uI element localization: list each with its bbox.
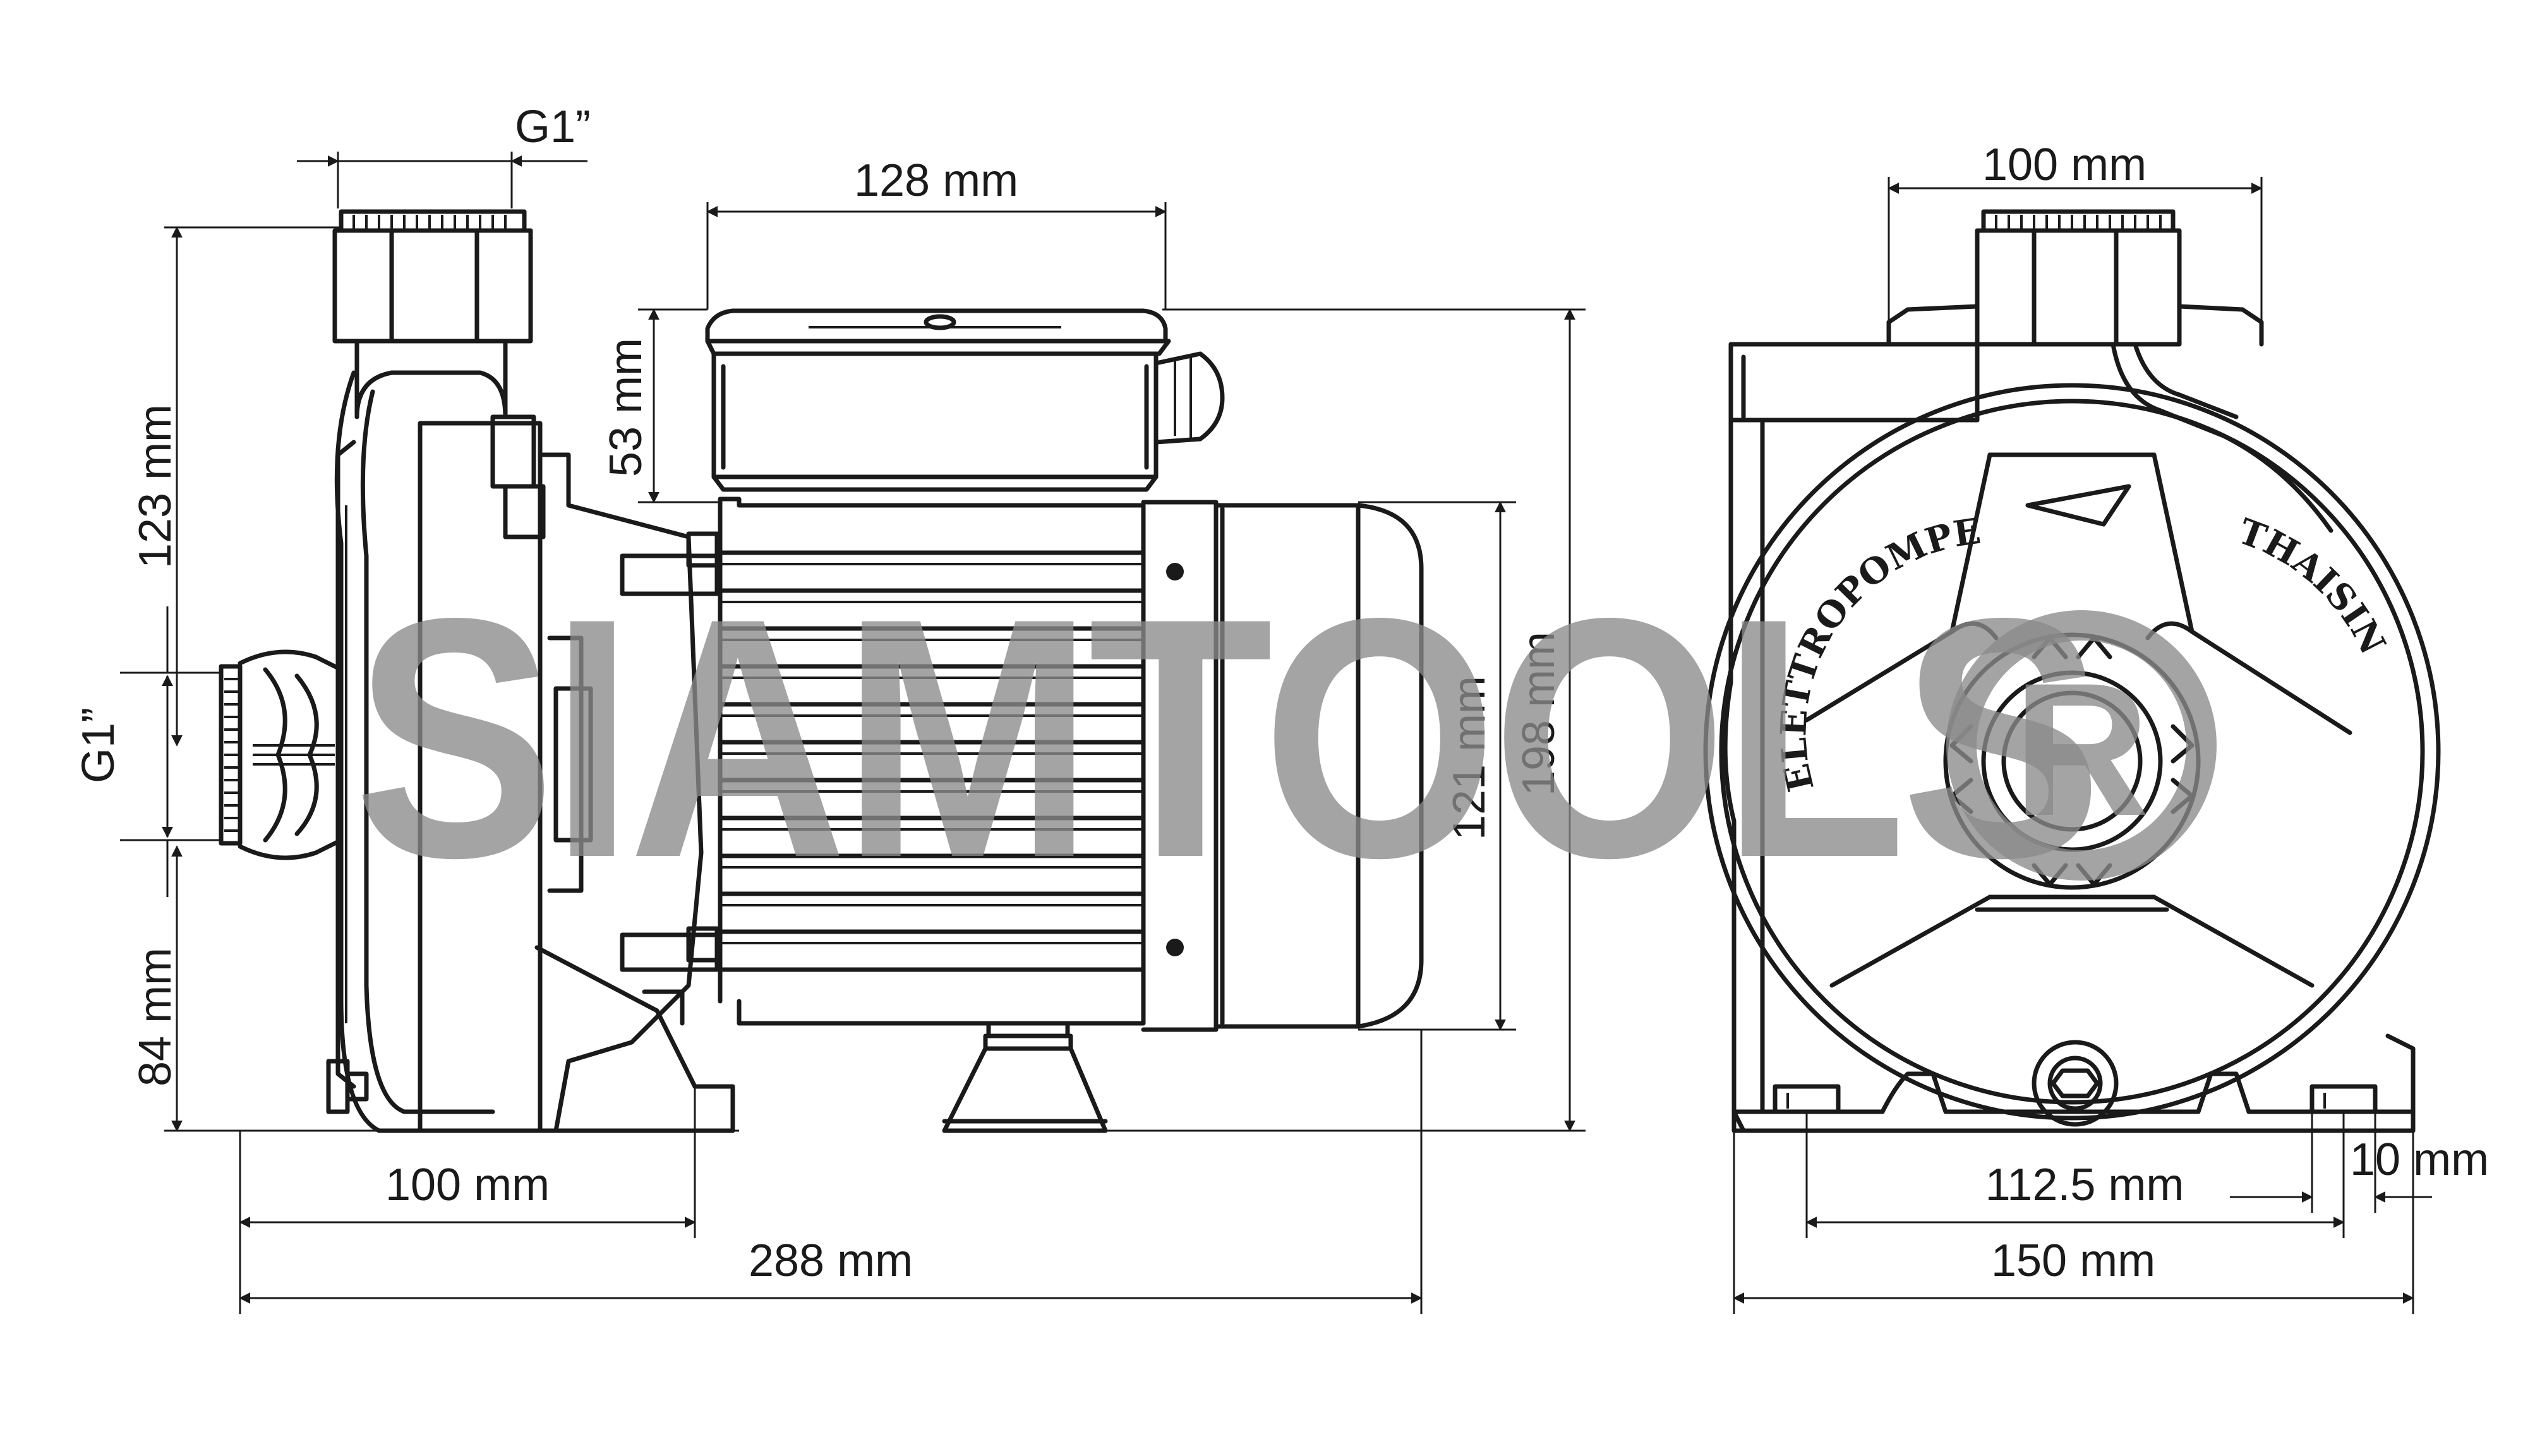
- registered-mark-icon: [1946, 610, 2217, 881]
- watermark-text: SIAMTOOLS: [354, 548, 2097, 929]
- watermark: SIAMTOOLS R: [354, 548, 2217, 929]
- pump-head-side: [219, 209, 735, 1133]
- motor-side: [620, 308, 1424, 1133]
- dim-overall-height: 198 mm: [1514, 632, 1564, 796]
- screw-icon: [1166, 939, 1184, 956]
- registered-mark-letter: R: [2013, 643, 2150, 855]
- hex-plug-icon: [2050, 1068, 2100, 1098]
- side-dimensions: G1” 123 mm 84 mm G1” 128 mm 53 mm 198 mm: [73, 102, 1586, 1314]
- dim-base-to-axis: 84 mm: [130, 948, 181, 1086]
- dim-inlet-thread: G1”: [73, 707, 124, 783]
- dim-motor-diameter: 121 mm: [1444, 676, 1495, 840]
- dim-foot-hole-spacing: 112.5 mm: [1985, 1160, 2184, 1210]
- dim-foot-to-inlet: 100 mm: [385, 1160, 550, 1210]
- screw-icon: [1166, 563, 1184, 581]
- brand-label-right: THAISIN: [2233, 510, 2394, 661]
- front-dimensions: 100 mm 112.5 mm 10 mm 150 mm: [1733, 140, 2489, 1314]
- dim-overall-length: 288 mm: [749, 1236, 913, 1286]
- dim-base-width: 150 mm: [1991, 1236, 2155, 1286]
- dim-outlet-height: 123 mm: [130, 404, 181, 569]
- dim-foot-hole: 10 mm: [2350, 1134, 2489, 1185]
- dim-terminal-box: 53 mm: [601, 338, 651, 477]
- side-view: [219, 209, 1424, 1133]
- flow-arrow-icon: [2025, 484, 2131, 527]
- dim-outlet-thread: G1”: [515, 102, 591, 152]
- dim-motor-cover-length: 128 mm: [854, 155, 1018, 206]
- dim-front-top-width: 100 mm: [1982, 140, 2147, 190]
- cooling-fins: [718, 550, 1146, 972]
